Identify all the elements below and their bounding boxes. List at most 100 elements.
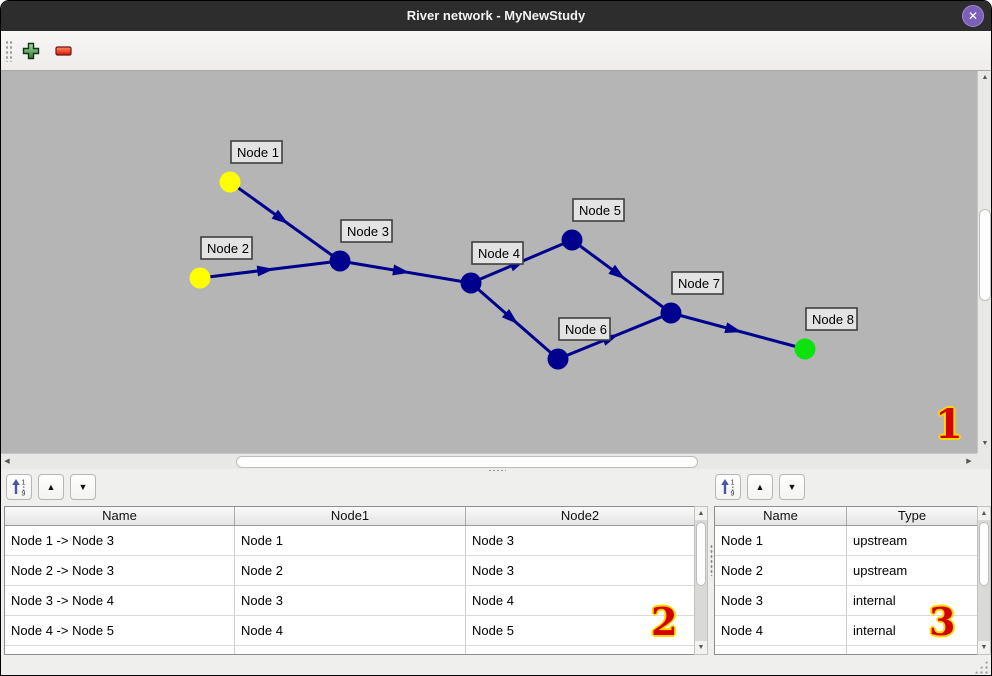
scroll-left-icon[interactable]: ◀ [4, 458, 10, 465]
svg-text:9: 9 [22, 491, 26, 497]
column-header[interactable]: Node2 [560, 508, 600, 523]
node-circle[interactable] [460, 272, 482, 294]
scrollbar-corner [977, 453, 991, 469]
node-label-box[interactable] [230, 140, 283, 164]
table-cell[interactable]: Node 2 -> Node 3 [5, 556, 235, 585]
edges-sort-button[interactable]: 1 9 [6, 474, 32, 500]
close-button[interactable]: ✕ [962, 5, 984, 27]
table-cell[interactable] [466, 646, 694, 654]
edges-move-up-button[interactable]: ▲ [38, 474, 64, 500]
table-cell[interactable]: Node 4 [235, 616, 466, 645]
table-cell[interactable]: Node 5 [472, 623, 514, 638]
vertical-splitter-handle[interactable] [710, 544, 713, 576]
scroll-down-icon[interactable]: ▼ [981, 440, 989, 447]
node-label-box[interactable] [340, 219, 393, 243]
node-label: Node 8 [812, 312, 854, 327]
table-cell[interactable] [847, 646, 977, 654]
table-cell[interactable]: internal [853, 593, 896, 608]
node-label-box[interactable] [471, 241, 524, 265]
sort-1-9-icon: 1 9 [12, 479, 26, 497]
node-label-box[interactable] [671, 271, 724, 295]
table-cell[interactable]: Node 1 -> Node 3 [5, 526, 235, 555]
edges-scroll-thumb[interactable] [696, 522, 706, 586]
table-row[interactable]: Node 1 upstream [715, 526, 977, 556]
table-cell[interactable]: Node 4 [715, 616, 847, 645]
scroll-up-icon[interactable]: ▲ [981, 74, 989, 81]
table-cell[interactable]: Node 4 [472, 593, 514, 608]
table-cell[interactable] [715, 646, 847, 654]
table-cell[interactable]: Node 3 [472, 563, 514, 578]
node-label: Node 3 [347, 224, 389, 239]
table-cell[interactable]: Node 2 [715, 556, 847, 585]
minus-icon [55, 46, 72, 56]
node-circle[interactable] [329, 250, 351, 272]
scroll-down-icon[interactable]: ▼ [695, 641, 707, 654]
table-cell[interactable]: Node 4 -> Node 5 [5, 616, 235, 645]
svg-text:9: 9 [731, 491, 735, 497]
edges-table-scrollbar[interactable]: ▲ ▼ [694, 506, 708, 655]
table-cell[interactable] [235, 646, 466, 654]
toolbar-drag-handle[interactable] [5, 40, 13, 62]
table-cell[interactable]: upstream [853, 533, 908, 548]
node-circle[interactable] [189, 267, 211, 289]
annotation-2: 2 [651, 599, 678, 644]
column-header[interactable]: Type [897, 508, 927, 523]
node-label-box[interactable] [572, 198, 625, 222]
node-label-box[interactable] [805, 307, 858, 331]
horizontal-scroll-thumb[interactable] [236, 456, 698, 468]
table-cell[interactable]: Node 1 [235, 526, 466, 555]
nodes-scroll-thumb[interactable] [979, 522, 989, 586]
table-cell[interactable]: Node 2 [235, 556, 466, 585]
window-resize-grip[interactable] [974, 660, 988, 674]
table-cell[interactable]: upstream [853, 563, 908, 578]
add-node-button[interactable] [19, 39, 43, 63]
node-label-box[interactable] [558, 317, 611, 341]
titlebar[interactable]: River network - MyNewStudy ✕ [1, 1, 991, 31]
scroll-right-icon[interactable]: ▶ [966, 458, 972, 465]
node-circle[interactable] [547, 348, 569, 370]
scroll-down-icon[interactable]: ▼ [978, 641, 990, 654]
table-row[interactable] [5, 646, 694, 654]
node-label-box[interactable] [200, 236, 253, 260]
canvas-horizontal-scrollbar[interactable]: ◀ ▶ [1, 453, 977, 469]
nodes-table-scrollbar[interactable]: ▲ ▼ [977, 506, 991, 655]
table-cell[interactable]: Node 3 -> Node 4 [5, 586, 235, 615]
table-cell[interactable]: Node 3 [472, 533, 514, 548]
annotation-1: 1 [935, 401, 963, 448]
horizontal-splitter-handle[interactable] [488, 469, 506, 472]
node-circle[interactable] [794, 338, 816, 360]
table-row[interactable]: Node 4 internal [715, 616, 977, 646]
window-title: River network - MyNewStudy [406, 8, 586, 23]
node-circle[interactable] [561, 229, 583, 251]
column-header[interactable]: Name [5, 507, 235, 525]
edges-move-down-button[interactable]: ▼ [70, 474, 96, 500]
table-cell[interactable]: Node 1 [715, 526, 847, 555]
node-circle[interactable] [660, 302, 682, 324]
column-header[interactable]: Node1 [235, 507, 466, 525]
table-row[interactable]: Node 3 internal [715, 586, 977, 616]
table-row[interactable] [715, 646, 977, 654]
remove-node-button[interactable] [52, 39, 76, 63]
annotation-3: 3 [929, 599, 956, 644]
column-header[interactable]: Name [715, 507, 847, 525]
nodes-move-down-button[interactable]: ▼ [779, 474, 805, 500]
table-cell[interactable]: Node 3 [235, 586, 466, 615]
nodes-sort-button[interactable]: 1 9 [715, 474, 741, 500]
table-row[interactable]: Node 2 upstream [715, 556, 977, 586]
node-circle[interactable] [219, 171, 241, 193]
table-cell[interactable]: Node 3 [715, 586, 847, 615]
scroll-up-icon[interactable]: ▲ [978, 507, 990, 520]
table-cell[interactable]: internal [853, 623, 896, 638]
scroll-up-icon[interactable]: ▲ [695, 507, 707, 520]
toolbar [1, 31, 991, 71]
table-cell[interactable] [5, 646, 235, 654]
vertical-scroll-thumb[interactable] [979, 209, 991, 301]
nodes-move-up-button[interactable]: ▲ [747, 474, 773, 500]
canvas-vertical-scrollbar[interactable]: ▲ ▼ [977, 71, 991, 453]
